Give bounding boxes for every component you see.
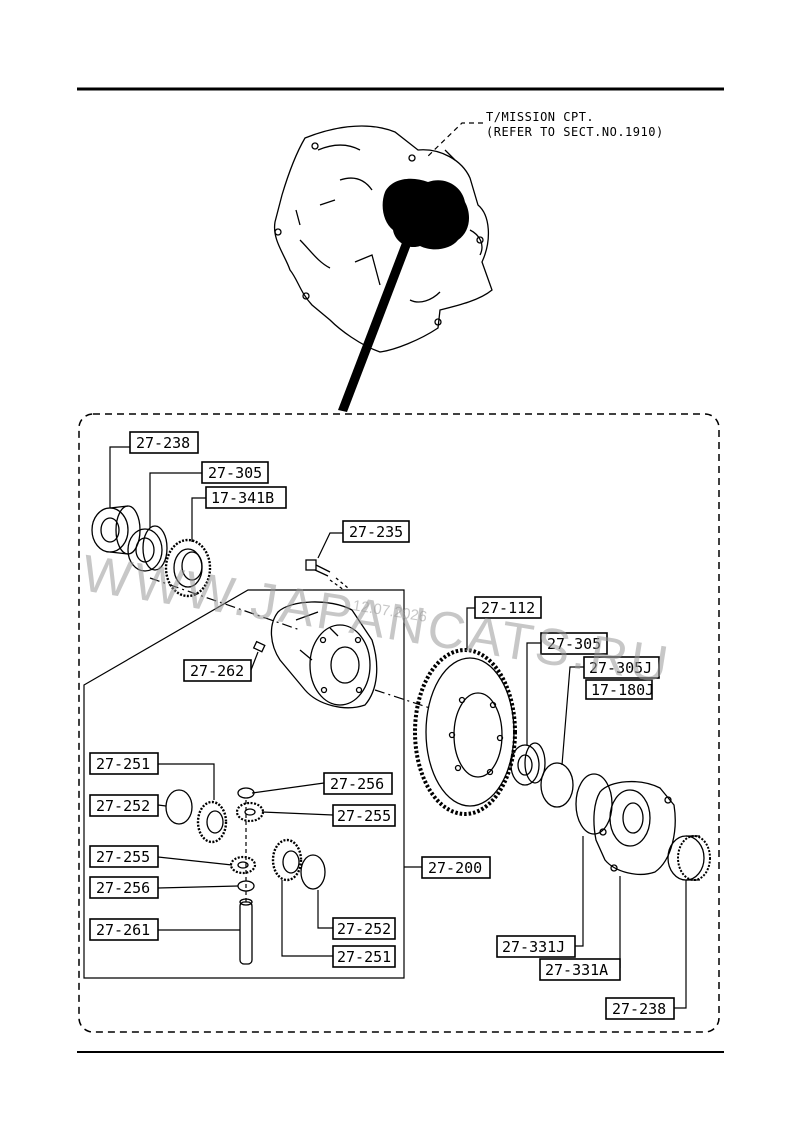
svg-text:27-238: 27-238 bbox=[612, 1000, 666, 1018]
bearing-housing bbox=[593, 780, 676, 875]
label-27-255-right: 27-255 bbox=[332, 804, 396, 827]
svg-text:27-255: 27-255 bbox=[337, 807, 391, 825]
label-27-331j: 27-331J bbox=[496, 935, 576, 958]
differential-case bbox=[270, 601, 378, 709]
shim-ring bbox=[540, 762, 574, 808]
label-27-238-top: 27-238 bbox=[129, 431, 199, 454]
tapered-bearing-right bbox=[510, 742, 546, 786]
speedometer-drive-gear bbox=[164, 538, 212, 598]
svg-text:17-180J: 17-180J bbox=[591, 681, 654, 699]
label-17-180j: 17-180J bbox=[585, 679, 654, 700]
label-27-256-left: 27-256 bbox=[89, 876, 159, 899]
leader-lines bbox=[109, 446, 687, 1009]
side-gear-left bbox=[196, 800, 228, 844]
svg-text:27-255: 27-255 bbox=[96, 848, 150, 866]
label-27-112: 27-112 bbox=[474, 596, 542, 619]
label-27-255-left: 27-255 bbox=[89, 845, 159, 868]
svg-text:17-341B: 17-341B bbox=[211, 489, 274, 507]
svg-text:27-251: 27-251 bbox=[96, 755, 150, 773]
transmission-note-line1: T/MISSION CPT. bbox=[486, 110, 594, 124]
svg-text:27-200: 27-200 bbox=[428, 859, 482, 877]
label-27-261: 27-261 bbox=[89, 918, 159, 941]
label-27-256-right: 27-256 bbox=[323, 772, 393, 795]
tapered-bearing-left bbox=[127, 525, 168, 572]
svg-text:27-262: 27-262 bbox=[190, 662, 244, 680]
label-27-235: 27-235 bbox=[342, 520, 410, 543]
svg-text:27-331J: 27-331J bbox=[502, 938, 565, 956]
svg-text:27-251: 27-251 bbox=[337, 948, 391, 966]
transmission-note-line2: (REFER TO SECT.NO.1910) bbox=[486, 125, 664, 139]
label-27-305-top: 27-305 bbox=[201, 461, 269, 484]
assembly-axis bbox=[149, 577, 431, 709]
differential-case-group-frame bbox=[83, 589, 405, 979]
bolt bbox=[305, 559, 349, 591]
svg-text:27-112: 27-112 bbox=[481, 599, 535, 617]
label-27-252-right: 27-252 bbox=[332, 917, 396, 940]
ring-gear bbox=[413, 648, 517, 816]
svg-text:27-305: 27-305 bbox=[208, 464, 262, 482]
svg-text:27-256: 27-256 bbox=[330, 775, 384, 793]
assembly-frame bbox=[78, 413, 720, 1033]
label-17-341b: 17-341B bbox=[205, 486, 287, 509]
thrust-washer-right bbox=[300, 854, 326, 890]
label-27-305j: 27-305J bbox=[583, 656, 660, 679]
label-27-262: 27-262 bbox=[183, 659, 252, 682]
label-27-331a: 27-331A bbox=[539, 958, 621, 981]
svg-text:27-261: 27-261 bbox=[96, 921, 150, 939]
label-27-305-right: 27-305 bbox=[540, 632, 608, 655]
differential-highlight bbox=[382, 178, 470, 250]
note-leader bbox=[425, 122, 483, 159]
thrust-washer-left bbox=[165, 789, 193, 825]
transmission-case-sketch bbox=[273, 125, 493, 353]
pinion-shaft bbox=[239, 898, 253, 965]
outer-bearing-right bbox=[667, 835, 711, 881]
pinion-washer-top bbox=[237, 787, 255, 799]
svg-text:27-235: 27-235 bbox=[349, 523, 403, 541]
svg-text:27-305J: 27-305J bbox=[589, 659, 652, 677]
svg-text:27-331A: 27-331A bbox=[545, 961, 608, 979]
svg-text:27-238: 27-238 bbox=[136, 434, 190, 452]
label-27-252-left: 27-252 bbox=[89, 794, 159, 817]
label-27-200: 27-200 bbox=[421, 856, 491, 879]
label-27-238-bottom: 27-238 bbox=[605, 997, 675, 1020]
pinion-gear-top bbox=[235, 801, 265, 823]
label-27-251-right: 27-251 bbox=[332, 945, 396, 968]
svg-text:27-256: 27-256 bbox=[96, 879, 150, 897]
svg-text:27-252: 27-252 bbox=[337, 920, 391, 938]
pinion-gear-bottom bbox=[229, 855, 257, 875]
svg-text:27-252: 27-252 bbox=[96, 797, 150, 815]
lock-pin bbox=[252, 640, 266, 653]
side-gear-right bbox=[271, 838, 303, 882]
label-27-251-left: 27-251 bbox=[89, 752, 159, 775]
svg-text:27-305: 27-305 bbox=[547, 635, 601, 653]
callout-wedge bbox=[338, 240, 412, 412]
